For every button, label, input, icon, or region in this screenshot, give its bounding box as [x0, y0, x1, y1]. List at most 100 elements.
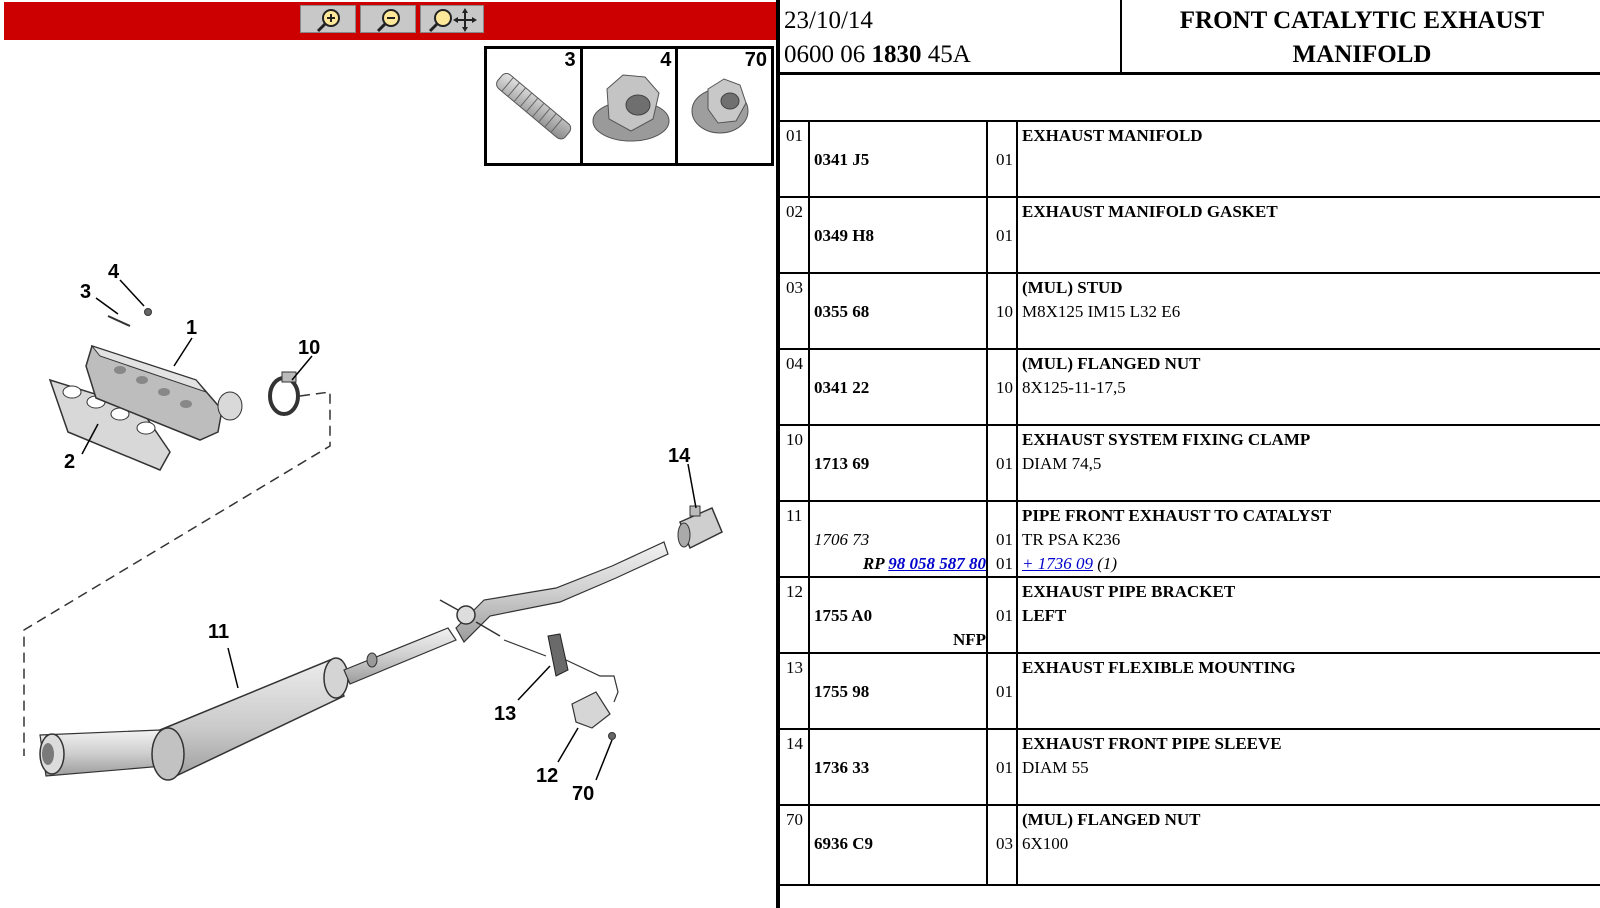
part-reference[interactable]: 1755 98 [814, 682, 870, 701]
part-reference[interactable]: 1713 69 [814, 454, 870, 473]
callout-13[interactable]: 13 [494, 703, 516, 725]
part-reference[interactable]: 1736 33 [814, 758, 870, 777]
callout-14[interactable]: 14 [668, 445, 691, 467]
title-line-2: MANIFOLD [1292, 41, 1432, 68]
part-detail: 6X100 [1022, 834, 1069, 853]
part-description: (MUL) STUD [1022, 278, 1123, 297]
catalyst-body-part [151, 657, 349, 781]
table-row[interactable]: 13 1755 98 01 EXHAUST FLEXIBLE MOUNTING [780, 654, 1600, 730]
part-reference[interactable]: 6936 C9 [814, 834, 874, 853]
document-date: 23/10/14 [784, 7, 873, 34]
row-index: 02 [786, 202, 803, 221]
thumbnail-number: 3 [564, 49, 576, 71]
table-row[interactable]: 12 1755 A0 01 EXHAUST PIPE BRACKET LEFT … [780, 578, 1600, 654]
callout-1[interactable]: 1 [186, 317, 197, 339]
part-quantity: 01 [996, 530, 1013, 549]
part-detail: TR PSA K236 [1022, 530, 1121, 549]
callout-2[interactable]: 2 [64, 451, 75, 473]
pipe-bracket-part [571, 691, 616, 740]
table-row[interactable]: 11 1706 73 01 PIPE FRONT EXHAUST TO CATA… [780, 502, 1600, 578]
zoom-out-icon [376, 9, 400, 33]
middle-pipe-part [343, 541, 669, 685]
callout-4[interactable]: 4 [108, 261, 120, 283]
row-index: 11 [786, 506, 803, 525]
part-reference[interactable]: 1755 A0 [814, 606, 873, 625]
fastener-thumbnails: 3 4 70 [484, 46, 774, 166]
replacement-part-link[interactable]: 98 058 587 80 [888, 554, 986, 573]
row-index: 01 [786, 126, 803, 145]
callout-70[interactable]: 70 [572, 783, 594, 805]
document-meta: 23/10/14 0600 06 1830 45A [784, 4, 971, 72]
rp-label: RP [862, 554, 884, 573]
part-description: EXHAUST PIPE BRACKET [1022, 582, 1236, 601]
associated-part-note: (1) [1097, 554, 1118, 573]
parts-table: 01 0341 J5 01 EXHAUST MANIFOLD 02 0349 H… [780, 122, 1600, 886]
table-row[interactable]: 03 0355 68 10 (MUL) STUD M8X125 IM15 L32… [780, 274, 1600, 350]
callout-12[interactable]: 12 [536, 765, 558, 787]
thumbnail-flanged-nut[interactable]: 4 [583, 49, 679, 163]
table-row[interactable]: 04 0341 22 10 (MUL) FLANGED NUT 8X125-11… [780, 350, 1600, 426]
replacement-part: RP 98 058 587 80 [863, 554, 986, 574]
part-quantity: 01 [996, 454, 1013, 473]
code-bold: 1830 [871, 41, 922, 68]
part-quantity: 10 [996, 302, 1013, 321]
zoom-toolbar [4, 2, 776, 40]
part-detail: DIAM 55 [1022, 758, 1089, 777]
replacement-quantity: 01 [996, 554, 1013, 573]
table-row[interactable]: 01 0341 J5 01 EXHAUST MANIFOLD [780, 122, 1600, 198]
part-reference[interactable]: 0341 22 [814, 378, 870, 397]
thumbnail-small-flanged-nut[interactable]: 70 [678, 49, 771, 163]
callout-11[interactable]: 11 [208, 621, 229, 643]
callout-10[interactable]: 10 [298, 337, 320, 359]
part-description: (MUL) FLANGED NUT [1022, 354, 1201, 373]
row-index: 12 [786, 582, 803, 601]
zoom-pan-button[interactable] [420, 5, 484, 33]
table-row[interactable]: 02 0349 H8 01 EXHAUST MANIFOLD GASKET [780, 198, 1600, 274]
part-reference[interactable]: 0341 J5 [814, 150, 870, 169]
part-reference[interactable]: 0355 68 [814, 302, 870, 321]
zoom-pan-icon [428, 8, 477, 33]
thumbnail-stud[interactable]: 3 [487, 49, 583, 163]
part-detail: DIAM 74,5 [1022, 454, 1102, 473]
part-detail: M8X125 IM15 L32 E6 [1022, 302, 1181, 321]
row-index: 14 [786, 734, 803, 753]
part-quantity: 01 [996, 758, 1013, 777]
part-description: EXHAUST FRONT PIPE SLEEVE [1022, 734, 1282, 753]
part-reference[interactable]: 0349 H8 [814, 226, 874, 245]
small-flanged-nut-icon [691, 78, 749, 134]
part-description: PIPE FRONT EXHAUST TO CATALYST [1022, 506, 1332, 525]
code-suffix: 45A [927, 41, 971, 68]
zoom-in-icon [316, 9, 340, 33]
table-row[interactable]: 14 1736 33 01 EXHAUST FRONT PIPE SLEEVE … [780, 730, 1600, 806]
table-row[interactable]: 70 6936 C9 03 (MUL) FLANGED NUT 6X100 [780, 806, 1600, 886]
row-index: 10 [786, 430, 803, 449]
part-quantity: 01 [996, 150, 1013, 169]
parts-list-pane: 23/10/14 0600 06 1830 45A FRONT CATALYTI… [780, 0, 1600, 908]
row-index: 03 [786, 278, 803, 297]
part-description: EXHAUST SYSTEM FIXING CLAMP [1022, 430, 1311, 449]
callout-3[interactable]: 3 [80, 281, 91, 303]
zoom-out-button[interactable] [360, 5, 416, 33]
part-quantity: 03 [996, 834, 1013, 853]
part-reference[interactable]: 1706 73 [814, 530, 870, 549]
table-top-rule [780, 120, 1600, 122]
header-rule [780, 72, 1600, 75]
nfp-flag: NFP [952, 630, 986, 649]
table-row[interactable]: 10 1713 69 01 EXHAUST SYSTEM FIXING CLAM… [780, 426, 1600, 502]
part-description: EXHAUST FLEXIBLE MOUNTING [1022, 658, 1296, 677]
header-divider [1120, 0, 1122, 72]
flexible-mounting-part [503, 633, 619, 703]
part-description: (MUL) FLANGED NUT [1022, 810, 1201, 829]
code-prefix: 0600 06 [784, 41, 866, 68]
title-line-1: FRONT CATALYTIC EXHAUST [1179, 7, 1545, 34]
zoom-in-button[interactable] [300, 5, 356, 33]
row-index: 70 [786, 810, 803, 829]
diagram-pane: 3 4 70 [0, 0, 776, 908]
part-detail: 8X125-11-17,5 [1022, 378, 1126, 397]
front-pipe-sleeve-part [677, 505, 723, 550]
part-description: EXHAUST MANIFOLD GASKET [1022, 202, 1278, 221]
stud-part [107, 315, 131, 327]
part-quantity: 01 [996, 606, 1013, 625]
row-index: 13 [786, 658, 803, 677]
associated-part-link[interactable]: + 1736 09 [1022, 554, 1093, 573]
